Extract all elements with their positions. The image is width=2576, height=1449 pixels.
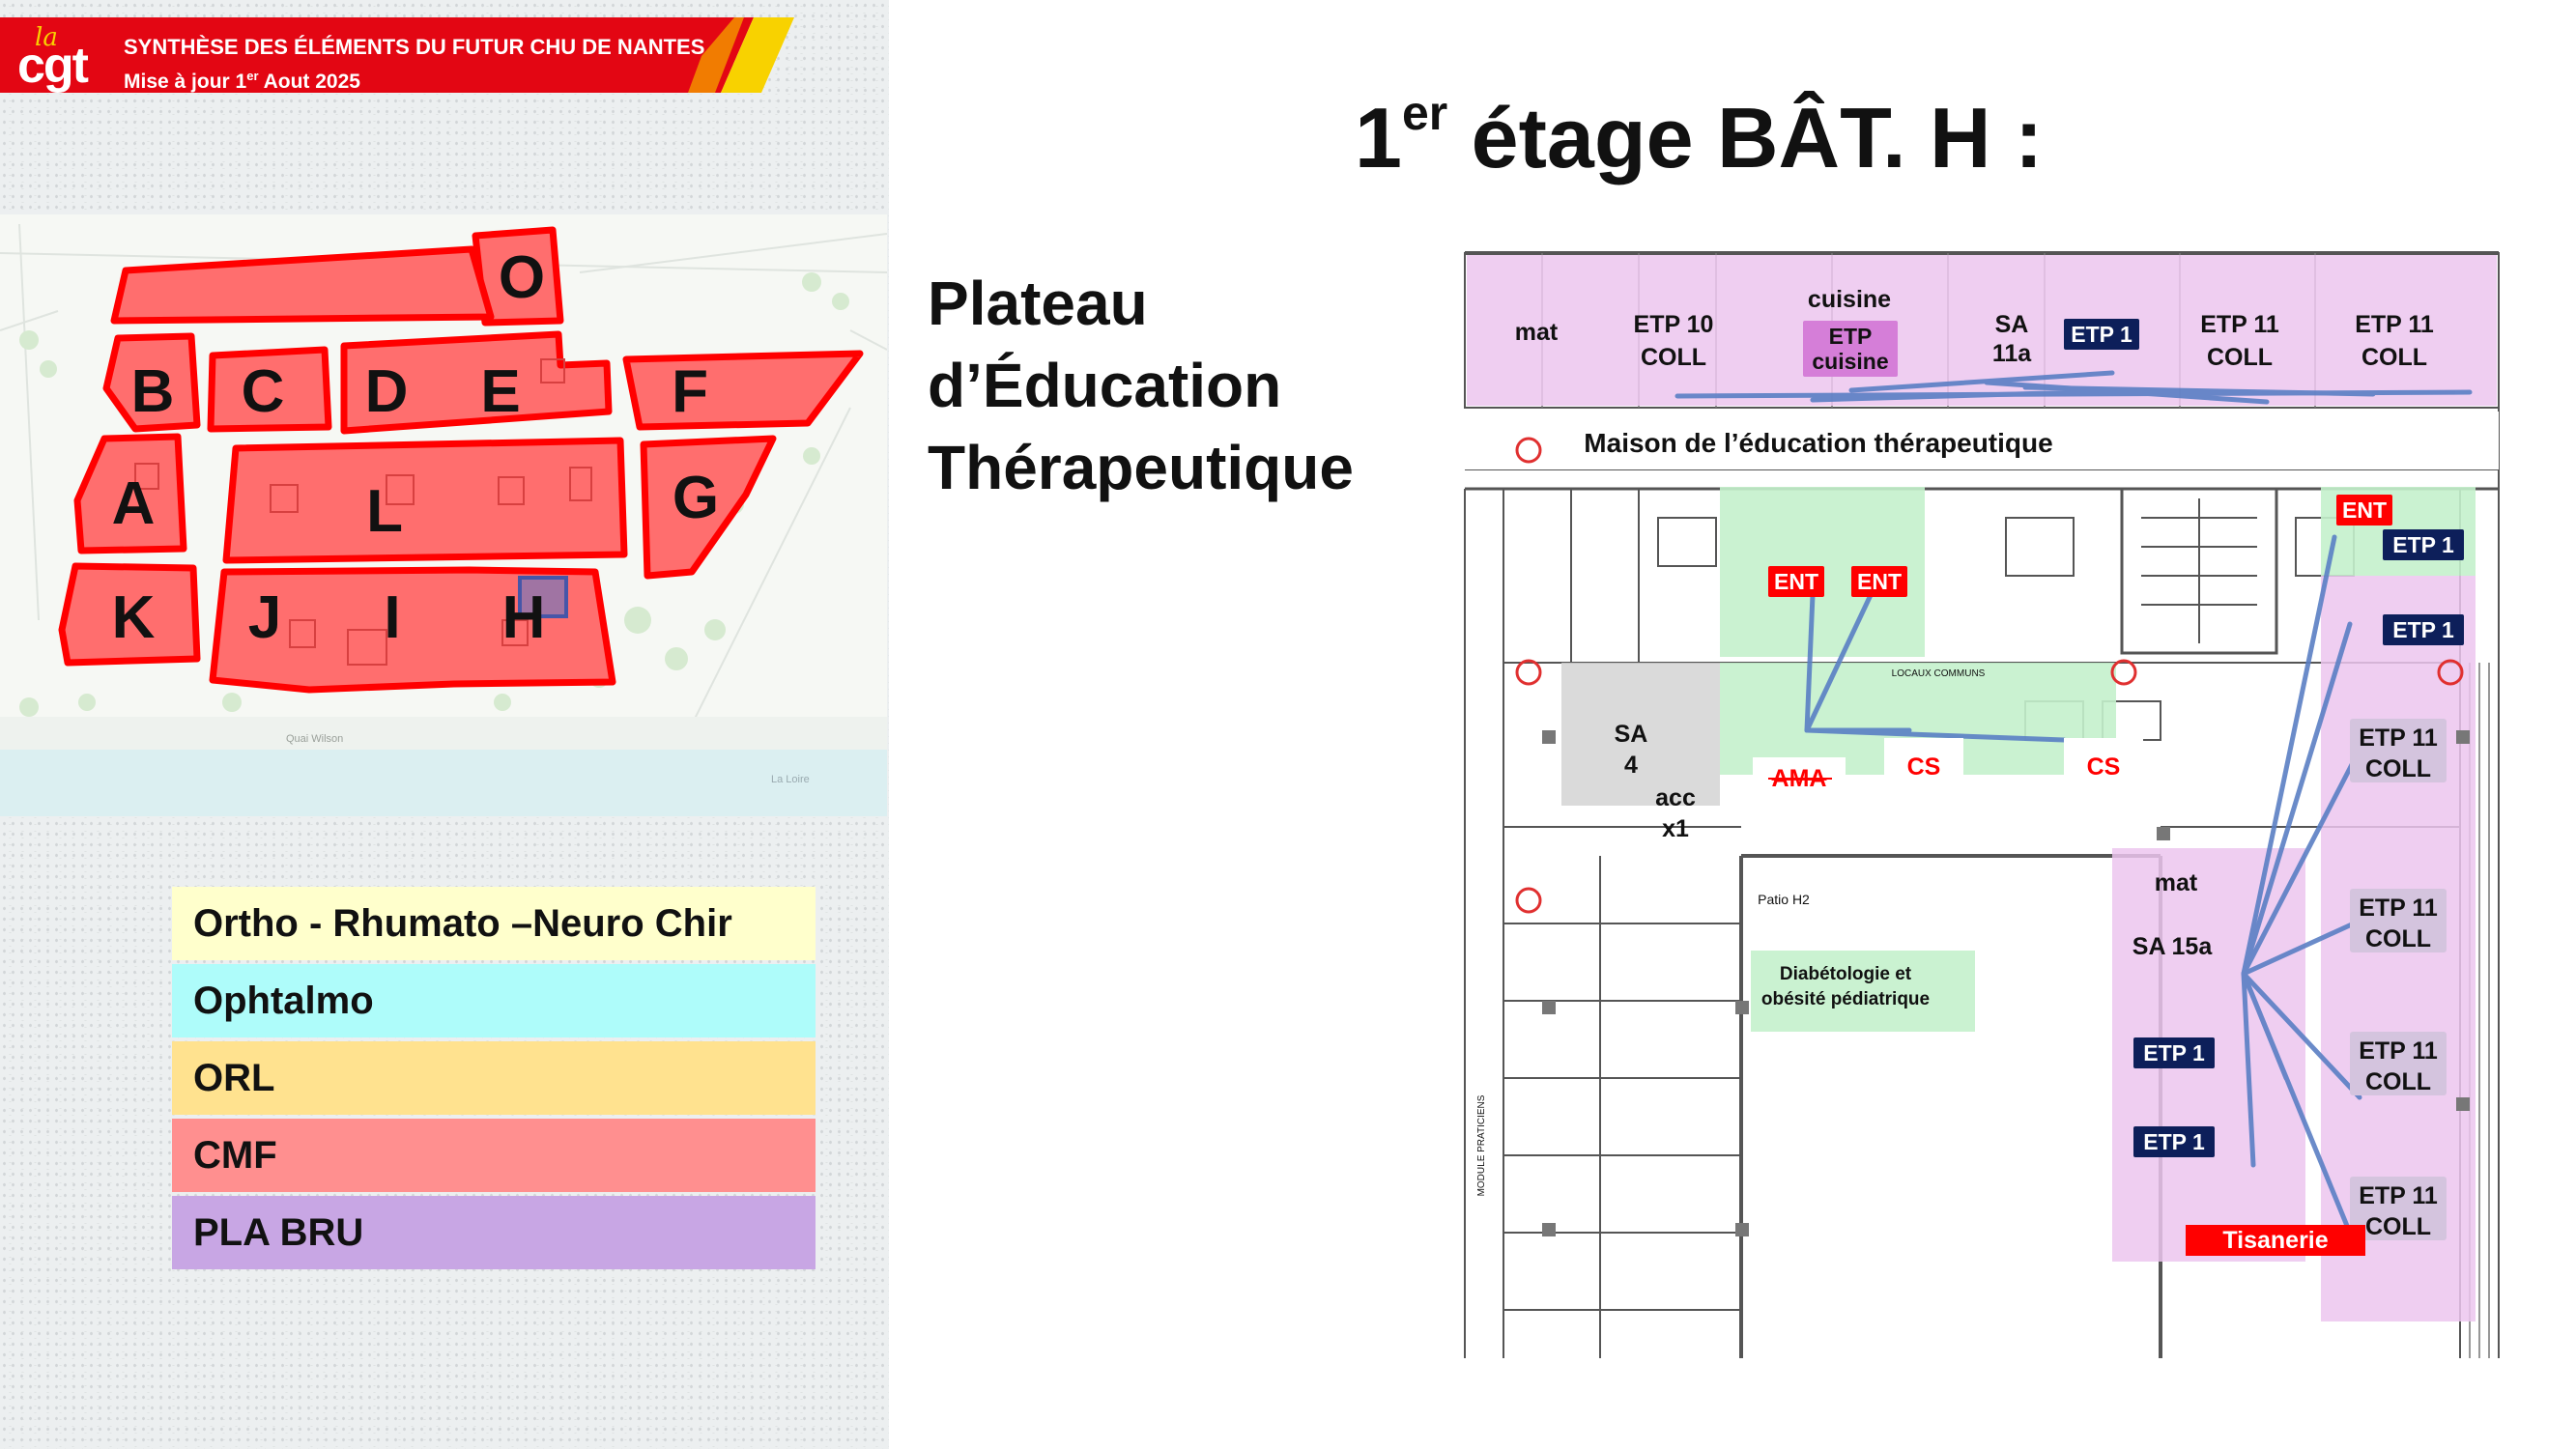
label-i: I	[384, 584, 400, 651]
header-update: Mise à jour 1er Aout 2025	[124, 62, 704, 97]
badge-etp1-right-b: ETP 1	[2392, 617, 2454, 642]
badge-ent-a: ENT	[1774, 569, 1818, 594]
etp11-r3-line1: ETP 11	[2359, 1037, 2438, 1065]
badge-etp1-low-b: ETP 1	[2143, 1129, 2205, 1154]
header-text: SYNTHÈSE DES ÉLÉMENTS DU FUTUR CHU DE NA…	[124, 33, 704, 97]
update-suffix: Aout 2025	[258, 71, 360, 93]
room-acc-line1: acc	[1655, 784, 1696, 811]
legend-item-orl: ORL	[172, 1041, 816, 1115]
corridor-band	[1465, 412, 2499, 469]
room-etp10-line1: ETP 10	[1634, 311, 1714, 338]
room-mat2: mat	[2155, 869, 2198, 896]
label-d: D	[365, 358, 409, 425]
update-sup: er	[246, 69, 259, 83]
site-map: O B C D E F A L G K J I H Quai Wilson La…	[0, 214, 887, 816]
etp11-r1-line1: ETP 11	[2359, 724, 2438, 752]
legend-item-ophtalmo: Ophtalmo	[172, 964, 816, 1037]
label-a: A	[112, 470, 156, 537]
building-g	[640, 435, 777, 580]
floor-plan: mat ETP 10 COLL cuisine SA 11a ETP 11 CO…	[1445, 247, 2508, 1358]
legend: Ortho - Rhumato –Neuro Chir Ophtalmo ORL…	[172, 887, 816, 1273]
badge-etp1-low-a: ETP 1	[2143, 1040, 2205, 1065]
room-sa11a-line2: 11a	[1992, 340, 2032, 367]
room-mat: mat	[1515, 319, 1559, 346]
subtitle-line-3: Thérapeutique	[928, 433, 1354, 502]
module-label: MODULE PRATICIENS	[1476, 1094, 1487, 1196]
etp11-r4-line2: COLL	[2365, 1213, 2431, 1240]
legend-item-plabru: PLA BRU	[172, 1196, 816, 1269]
room-sa11a-line1: SA	[1995, 311, 2029, 338]
label-f: F	[672, 358, 708, 425]
diabeto-line2: obésité pédiatrique	[1761, 989, 1930, 1009]
building-a	[73, 433, 187, 554]
badge-etp1-right-a: ETP 1	[2392, 532, 2454, 557]
zone-grey-sa4	[1561, 663, 1720, 806]
patio-label: Patio H2	[1758, 892, 1810, 907]
building-c	[207, 346, 332, 433]
room-acc-line2: x1	[1662, 815, 1689, 842]
etp11-right-group	[2350, 719, 2447, 1240]
room-etp11a-line2: COLL	[2207, 344, 2273, 371]
room-etp10-line2: COLL	[1641, 344, 1706, 371]
room-etp-cuisine-line1: ETP	[1829, 324, 1873, 349]
label-e: E	[480, 358, 520, 425]
building-k	[58, 562, 201, 667]
diabeto-line1: Diabétologie et	[1780, 964, 1912, 984]
locaux-label: LOCAUX COMMUNS	[1892, 668, 1986, 679]
logo-cgt-text: cgt	[17, 38, 89, 94]
title-sup: er	[1401, 86, 1448, 140]
update-prefix: Mise à jour 1	[124, 71, 247, 93]
building-h-highlight	[518, 576, 568, 618]
label-j: J	[248, 584, 281, 651]
legend-item-ortho: Ortho - Rhumato –Neuro Chir	[172, 887, 816, 960]
header-banner	[0, 17, 794, 93]
room-cuisine: cuisine	[1808, 286, 1891, 313]
badge-ent-right: ENT	[2342, 497, 2387, 523]
zone-green-d	[1751, 951, 1975, 1032]
label-cs-a: CS	[1907, 753, 1941, 781]
cgt-logo: la cgt	[14, 17, 110, 95]
street-label: Quai Wilson	[286, 733, 343, 745]
room-etp11b-line1: ETP 11	[2355, 311, 2434, 338]
badge-ent-b: ENT	[1857, 569, 1902, 594]
building-b	[102, 332, 201, 433]
room-sa4-line1: SA	[1615, 721, 1648, 748]
label-c: C	[242, 358, 285, 425]
etp11-r1-line2: COLL	[2365, 755, 2431, 782]
etp11-r2-line2: COLL	[2365, 925, 2431, 952]
subtitle-line-2: d’Éducation	[928, 351, 1282, 420]
label-o: O	[499, 244, 545, 311]
page-title: 1er étage BÂT. H :	[1355, 86, 2044, 187]
room-etp11a-line1: ETP 11	[2200, 311, 2279, 338]
subtitle: Plateau d’Éducation Thérapeutique	[928, 263, 1354, 509]
logo-la-text: la	[35, 23, 58, 52]
etp11-r3-line2: COLL	[2365, 1068, 2431, 1095]
badge-tisanerie: Tisanerie	[2222, 1227, 2328, 1254]
title-prefix: 1	[1355, 90, 1402, 185]
building-l	[222, 437, 628, 564]
label-l: L	[366, 478, 403, 545]
title-rest: étage BÂT. H :	[1447, 90, 2044, 185]
building-ob	[110, 245, 495, 325]
legend-item-cmf: CMF	[172, 1119, 816, 1192]
label-g: G	[673, 465, 719, 531]
label-cs-b: CS	[2087, 753, 2121, 781]
building-jih	[209, 566, 616, 694]
room-sa15a: SA 15a	[2132, 933, 2214, 960]
label-b: B	[131, 358, 175, 425]
subtitle-line-1: Plateau	[928, 269, 1148, 338]
etp11-r2-line1: ETP 11	[2359, 895, 2438, 922]
room-etp-cuisine-line2: cuisine	[1812, 349, 1888, 374]
river-label: La Loire	[771, 774, 810, 785]
building-f	[622, 350, 864, 431]
label-k: K	[112, 584, 156, 651]
room-sa4-line2: 4	[1624, 752, 1638, 779]
header-title: SYNTHÈSE DES ÉLÉMENTS DU FUTUR CHU DE NA…	[124, 35, 705, 59]
label-h: H	[502, 584, 546, 651]
badge-etp1-top: ETP 1	[2071, 322, 2132, 347]
corridor-label: Maison de l’éducation thérapeutique	[1584, 428, 2052, 458]
room-etp11b-line2: COLL	[2361, 344, 2427, 371]
etp11-r4-line1: ETP 11	[2359, 1182, 2438, 1209]
